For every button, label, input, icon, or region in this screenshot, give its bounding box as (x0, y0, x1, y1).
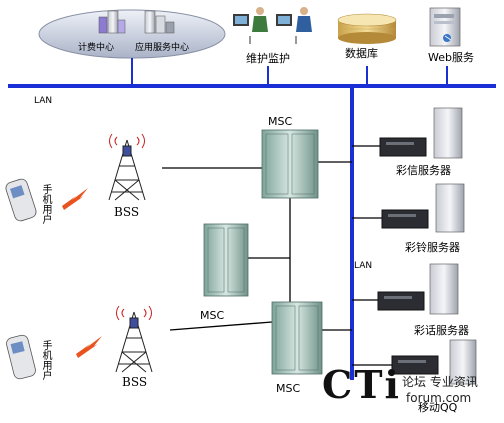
wireless-link-top-icon (62, 188, 88, 210)
billing-center-label: 计费中心 (78, 43, 115, 53)
mobile-user-bottom-label: 手机用户 (40, 340, 51, 380)
bss-bottom-tower-icon (115, 305, 153, 373)
colorcall-server-icon (377, 263, 459, 315)
mms-server-icon (379, 107, 463, 159)
msc-top-label: MSC (268, 115, 293, 128)
mobileqq-label: 移动QQ (418, 401, 458, 414)
billing-server-icon (98, 10, 126, 34)
msc-left-cabinet (203, 223, 249, 297)
bss-top-label: BSS (114, 205, 140, 219)
database-icon (337, 13, 397, 44)
wireless-link-bottom-icon (76, 336, 102, 358)
msc-top-cabinet (261, 129, 319, 199)
mms-server-label: 彩信服务器 (396, 164, 451, 177)
lan-right-label: LAN (354, 261, 373, 271)
lan-top-label: LAN (34, 96, 53, 106)
bss-bottom-label: BSS (122, 375, 148, 389)
colorcall-server-label: 彩话服务器 (414, 324, 469, 337)
web-service-label: Web服务 (428, 51, 474, 64)
web-server-icon (429, 7, 461, 47)
database-label: 数据库 (345, 47, 378, 60)
mobile-phone-bottom-icon (6, 334, 36, 380)
app-service-center-label: 应用服务中心 (135, 43, 190, 53)
ringback-server-icon (381, 183, 465, 233)
msc-bottom-cabinet (271, 301, 323, 375)
msc-bottom-label: MSC (276, 382, 301, 395)
mobileqq-server-icon (391, 339, 477, 385)
watermark-line2: forum.com (406, 391, 472, 405)
maintenance-label: 维护监护 (246, 52, 290, 65)
app-server-icon (144, 10, 175, 34)
cti-watermark-logo: CTi (322, 362, 401, 407)
bss-top-tower-icon (108, 133, 146, 201)
data-center-cloud (38, 9, 226, 59)
mobile-user-top-label: 手机用户 (40, 184, 51, 224)
mobile-phone-top-icon (5, 178, 37, 222)
msc-left-label: MSC (200, 309, 225, 322)
watermark-line1: 论坛 专业资讯 (402, 375, 478, 389)
ringback-server-label: 彩铃服务器 (405, 241, 460, 254)
network-links (162, 145, 392, 366)
maintenance-operators-icon (233, 7, 312, 44)
